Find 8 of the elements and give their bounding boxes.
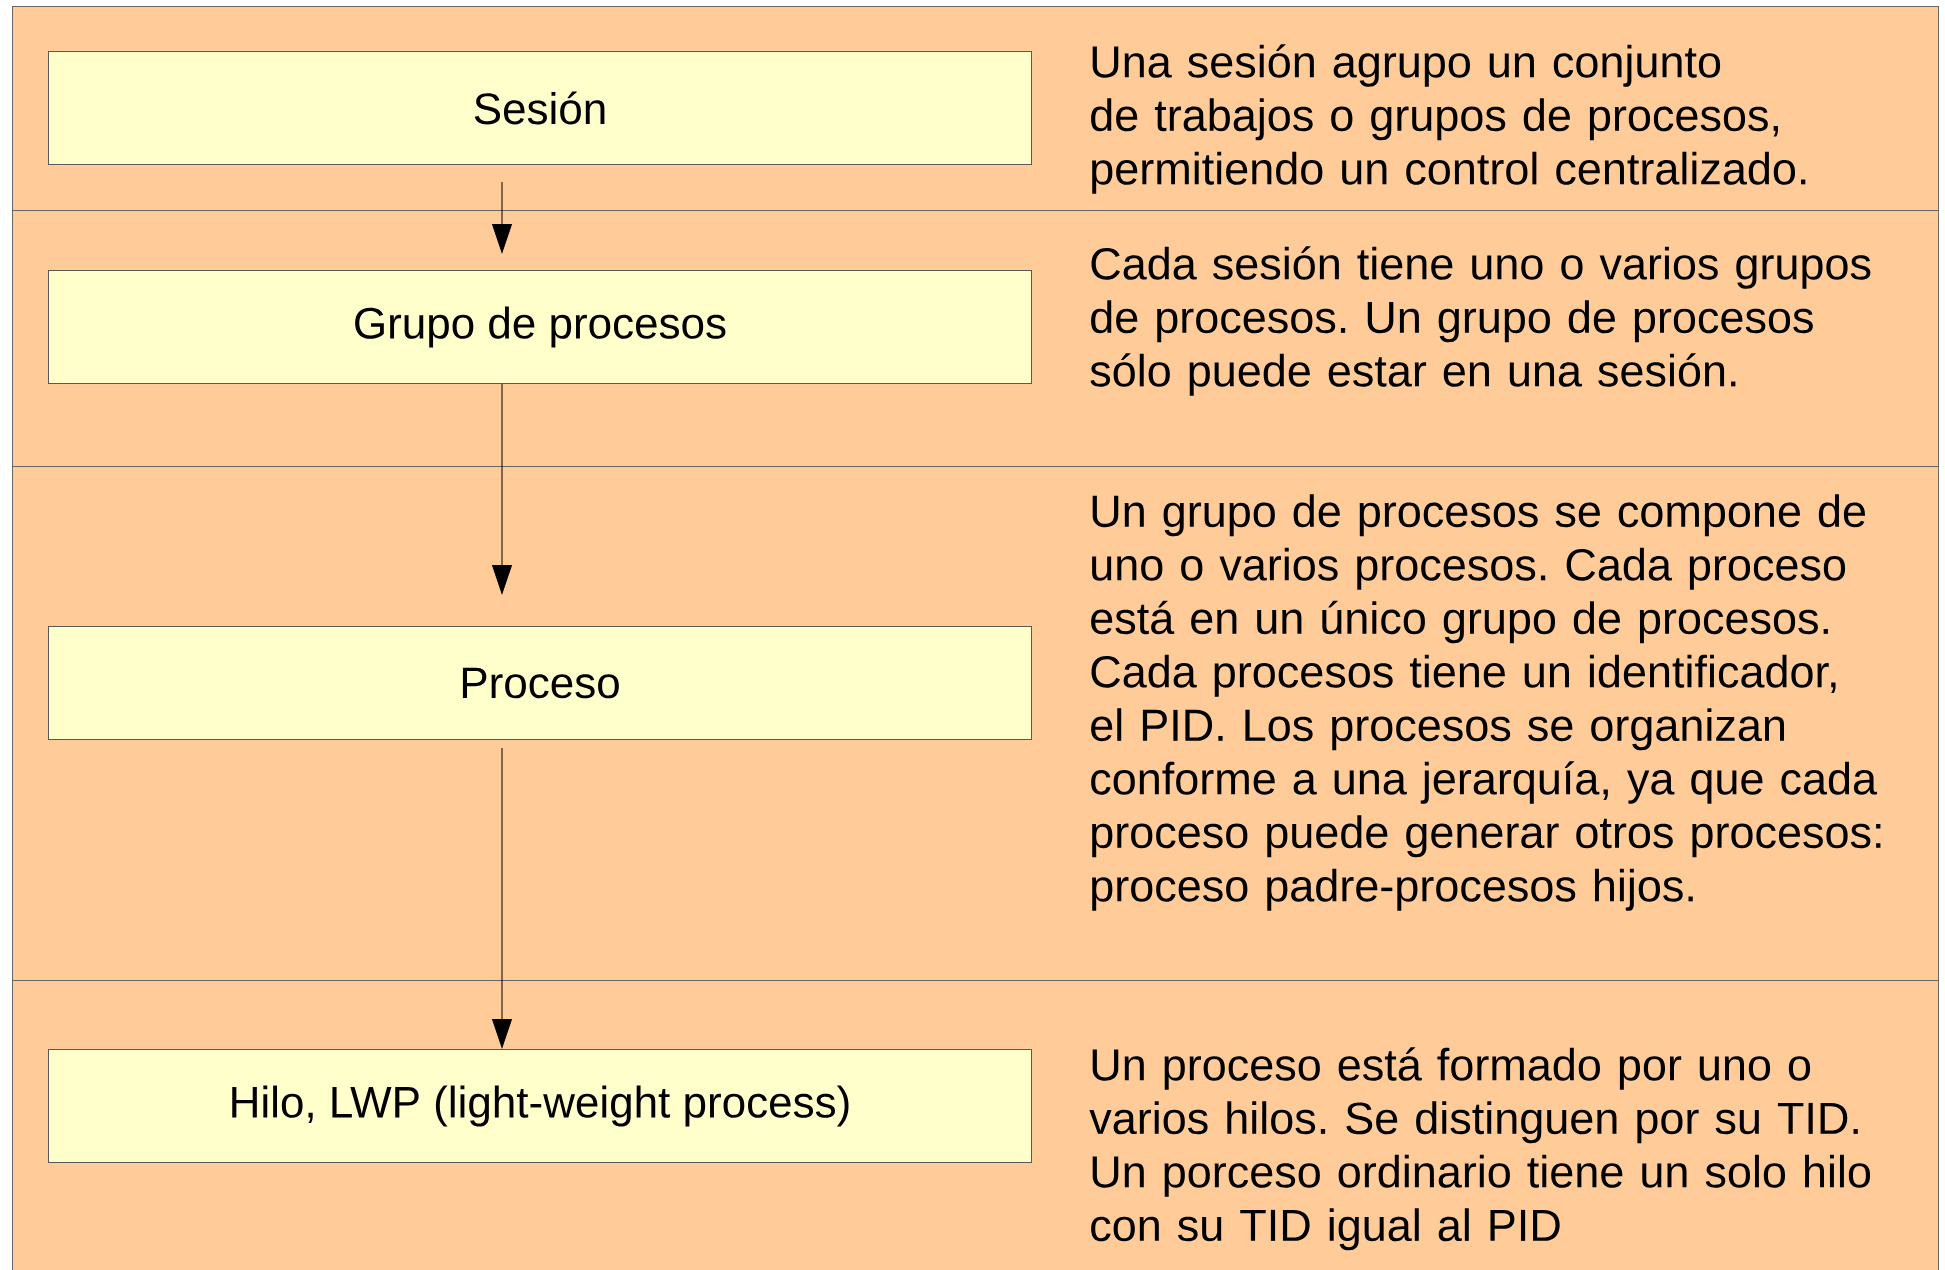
- node-label: Un proceso está formado por uno o varios hilos. Se distinguen por su TID. Un porceso ordinario tiene un solo hilo con su TID igual al PID: [1089, 1047, 1871, 1251]
- arrow: [492, 747, 512, 1048]
- process-box: Grupo de procesos: [48, 270, 1032, 384]
- arrow: [492, 181, 512, 253]
- process-box: Sesión: [48, 51, 1032, 165]
- process-box: Hilo, LWP (light-weight process): [48, 1049, 1032, 1163]
- arrow: [492, 383, 512, 594]
- process-box: Proceso: [48, 626, 1032, 740]
